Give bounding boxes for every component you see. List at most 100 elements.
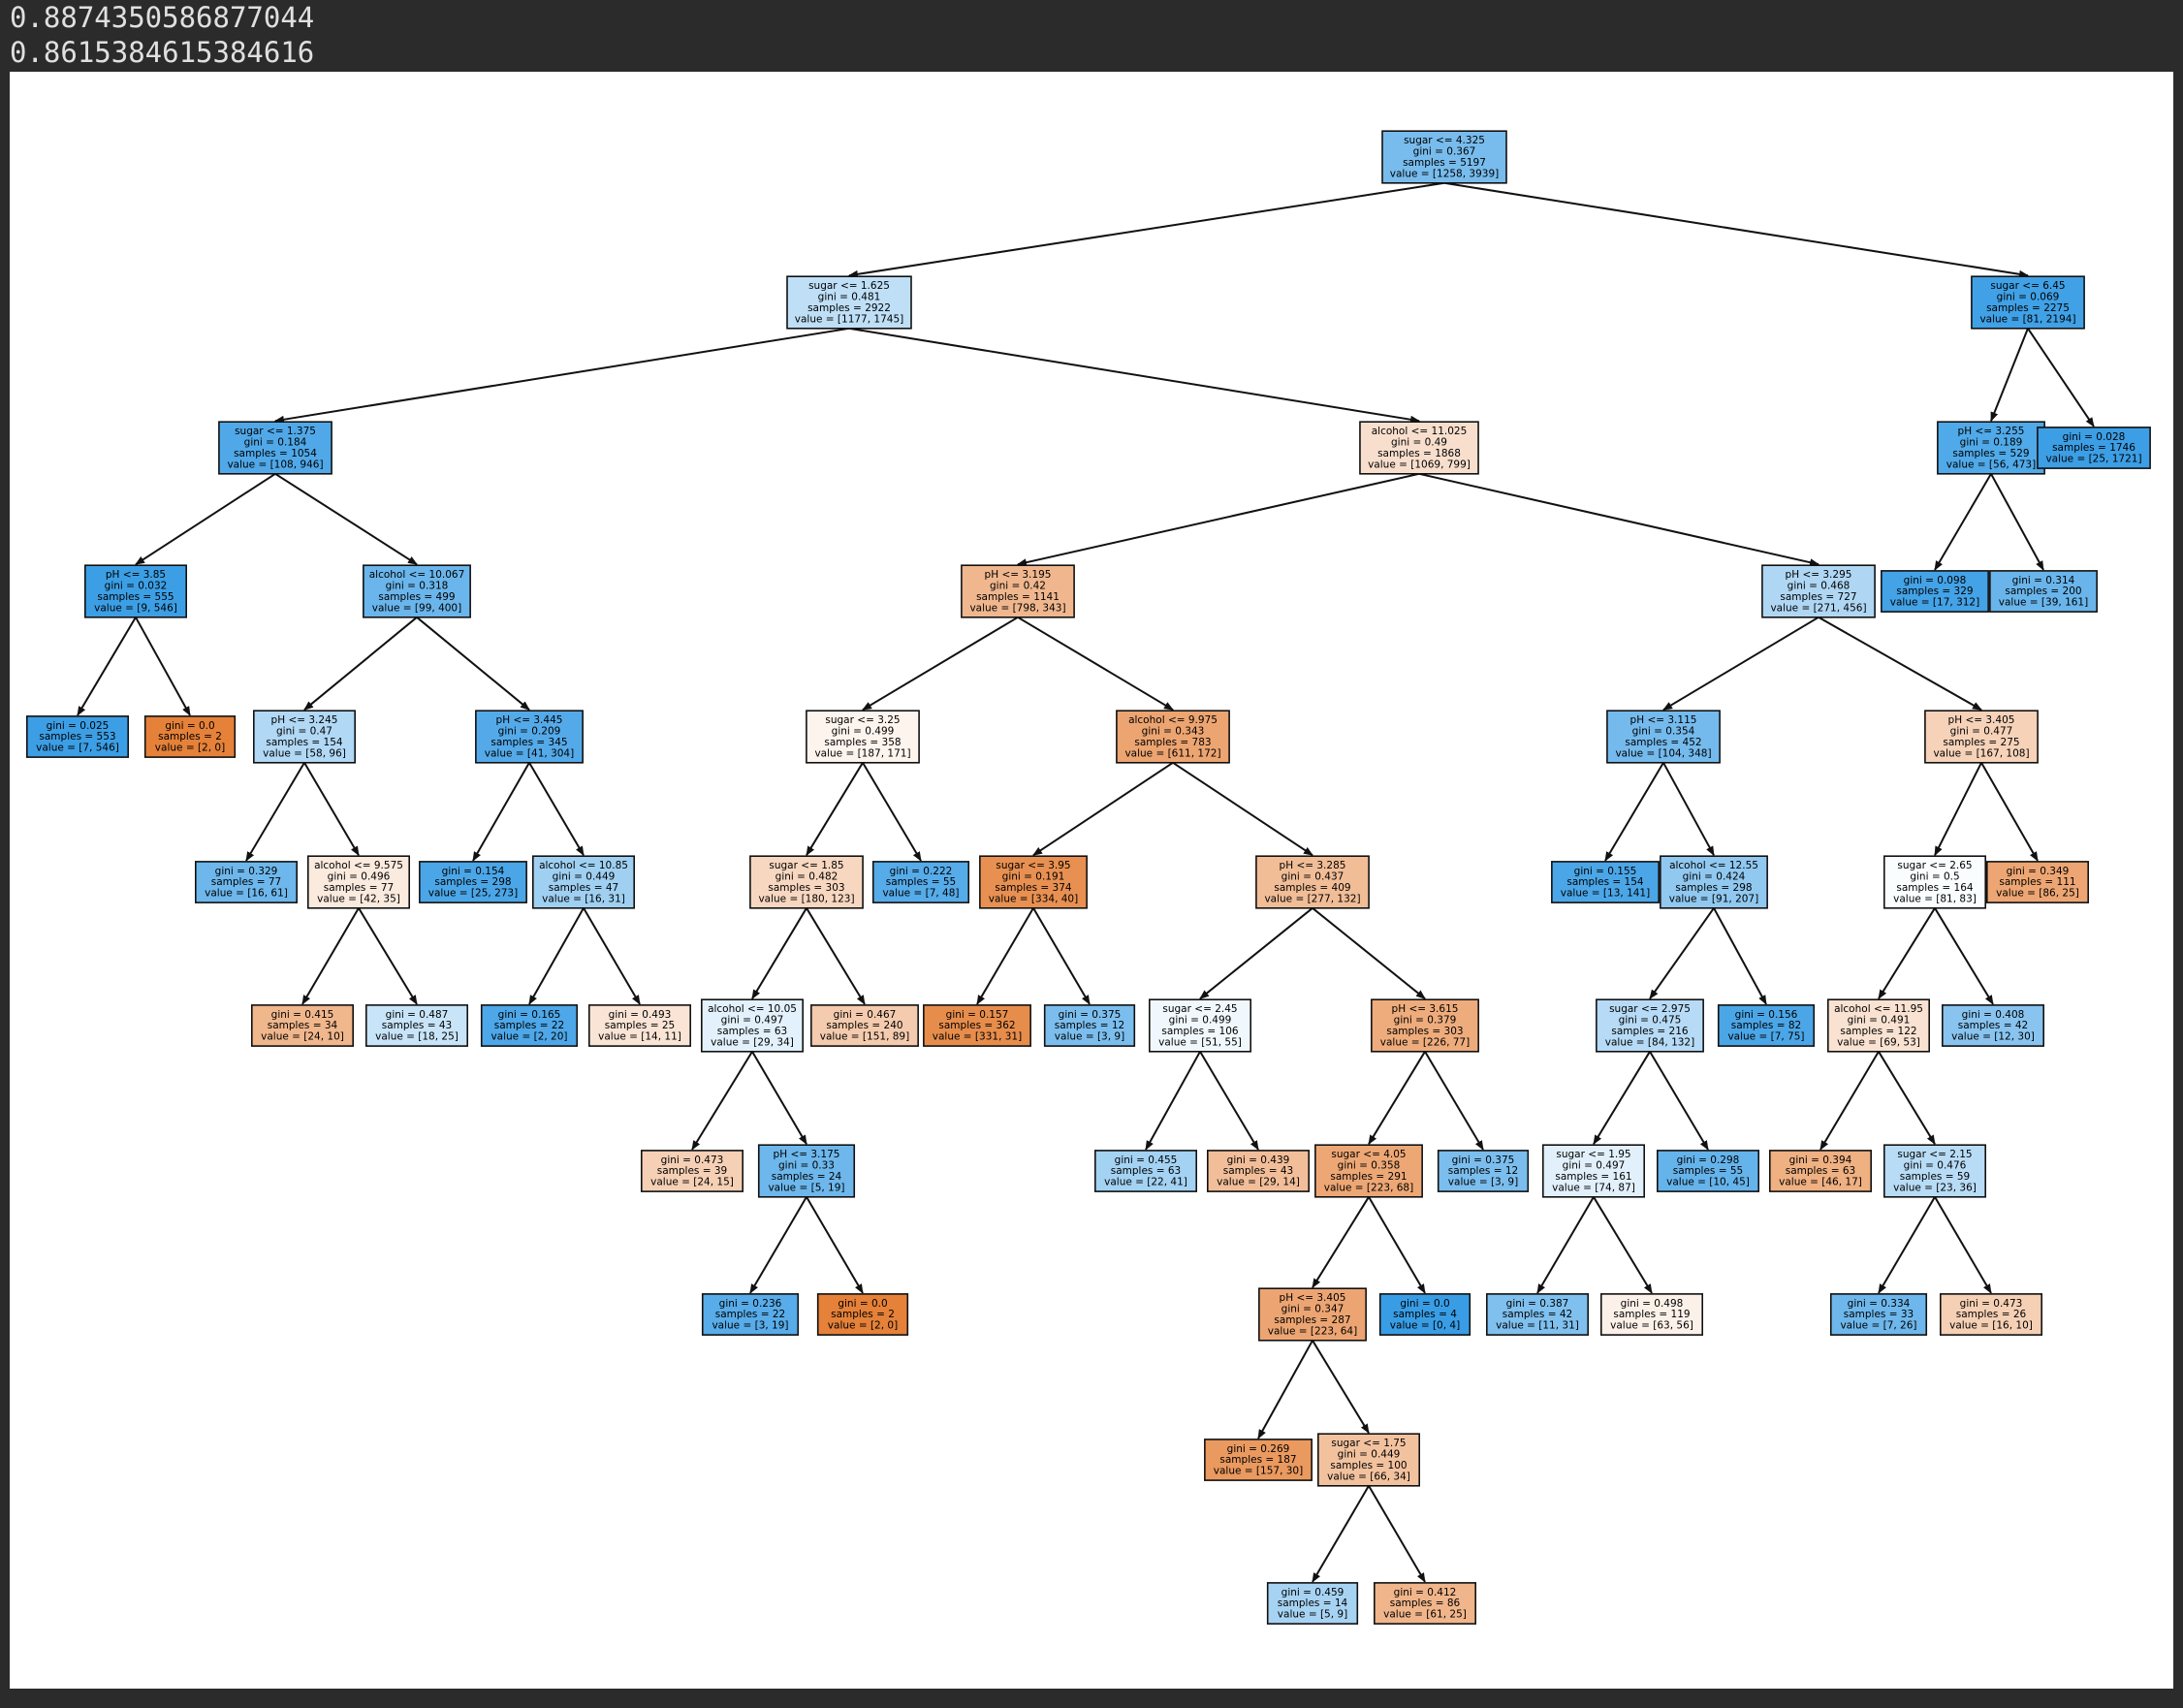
node-gini-label: gini = 0.154 (442, 866, 505, 877)
node-box (1266, 1582, 1359, 1625)
node-samples-label: samples = 187 (1219, 1454, 1296, 1466)
node-gini-label: gini = 0.367 (1413, 146, 1476, 158)
edge-n51-n59 (1312, 1196, 1370, 1289)
node-gini-label: gini = 0.269 (1227, 1443, 1290, 1455)
node-gini-label: gini = 0.481 (818, 292, 881, 303)
node-samples-label: samples = 409 (1274, 882, 1350, 894)
node-samples-label: samples = 2 (831, 1309, 895, 1320)
node-box (923, 1004, 1031, 1047)
node-gini-label: gini = 0.157 (946, 1009, 1009, 1021)
node-value-label: value = [16, 31] (542, 893, 625, 904)
node-value-label: value = [2, 0] (828, 1320, 898, 1332)
node-box (1378, 1293, 1471, 1336)
node-split-label: sugar <= 1.75 (1331, 1438, 1406, 1449)
edge-n2-n5 (1990, 328, 2029, 423)
node-gini-label: gini = 0.191 (1002, 871, 1065, 883)
node-split-label: pH <= 3.615 (1392, 1003, 1459, 1015)
node-samples-label: samples = 42 (1958, 1020, 2028, 1031)
node-samples-label: samples = 77 (211, 876, 281, 888)
node-value-label: value = [14, 11] (598, 1031, 681, 1043)
node-samples-label: samples = 43 (1223, 1165, 1293, 1177)
edge-n56-n64 (1934, 1196, 1992, 1294)
node-gini-label: gini = 0.0 (838, 1298, 887, 1310)
node-box (1940, 1293, 2043, 1336)
edge-n18-n28 (1172, 761, 1313, 857)
node-gini-label: gini = 0.236 (719, 1298, 782, 1310)
node-value-label: value = [108, 946] (227, 459, 323, 470)
node-box (1989, 570, 2098, 613)
node-box (587, 1004, 691, 1047)
node-samples-label: samples = 499 (378, 591, 455, 603)
edge-n16-n24 (528, 762, 585, 857)
node-box (84, 564, 188, 618)
node-value-label: value = [91, 207] (1669, 893, 1758, 904)
node-value-label: value = [167, 108] (1933, 747, 2029, 759)
node-box (143, 715, 237, 758)
node-samples-label: samples = 59 (1900, 1171, 1970, 1183)
node-split-label: sugar <= 3.25 (825, 714, 900, 726)
node-box (1314, 1144, 1423, 1198)
node-box (251, 1004, 355, 1047)
node-gini-label: gini = 0.025 (47, 720, 110, 732)
node-value-label: value = [611, 172] (1124, 747, 1220, 759)
node-gini-label: gini = 0.491 (1848, 1015, 1911, 1027)
node-gini-label: gini = 0.496 (328, 871, 391, 883)
node-gini-label: gini = 0.487 (386, 1009, 449, 1021)
node-samples-label: samples = 43 (382, 1020, 452, 1031)
node-gini-label: gini = 0.155 (1574, 866, 1637, 877)
edge-n53-n61 (1536, 1196, 1595, 1294)
node-gini-label: gini = 0.298 (1677, 1154, 1740, 1166)
node-gini-label: gini = 0.028 (2063, 431, 2126, 443)
node-split-label: alcohol <= 11.95 (1834, 1003, 1923, 1015)
node-samples-label: samples = 106 (1161, 1026, 1238, 1037)
node-gini-label: gini = 0.349 (2007, 866, 2070, 877)
node-samples-label: samples = 86 (1390, 1597, 1461, 1609)
node-gini-label: gini = 0.482 (775, 871, 838, 883)
edge-n10-n19 (1662, 616, 1819, 712)
node-value-label: value = [12, 30] (1951, 1031, 2035, 1043)
edge-n43-n53 (1593, 1051, 1651, 1146)
node-value-label: value = [1069, 799] (1368, 459, 1471, 470)
node-box (1924, 710, 2039, 764)
edge-n31-n46 (1934, 907, 1994, 1005)
edge-n16-n23 (472, 762, 530, 862)
node-samples-label: samples = 298 (434, 876, 511, 888)
edge-n0-n2 (1443, 181, 2029, 278)
edge-n45-n55 (1819, 1051, 1880, 1151)
node-box (1116, 710, 1230, 764)
node-box (701, 1293, 800, 1336)
node-value-label: value = [25, 273] (428, 888, 518, 900)
node-samples-label: samples = 2275 (1986, 302, 2070, 314)
node-samples-label: samples = 34 (268, 1020, 338, 1031)
node-samples-label: samples = 4 (1393, 1309, 1457, 1320)
tree-edges (77, 181, 2095, 1583)
edge-n37-n48 (751, 1051, 807, 1146)
node-split-label: sugar <= 1.95 (1556, 1149, 1630, 1160)
node-samples-label: samples = 783 (1134, 737, 1211, 748)
node-gini-label: gini = 0.459 (1281, 1587, 1345, 1598)
node-samples-label: samples = 33 (1844, 1309, 1914, 1320)
edge-n18-n27 (1032, 761, 1174, 857)
node-samples-label: samples = 5197 (1403, 157, 1486, 169)
node-gini-label: gini = 0.343 (1142, 726, 1205, 738)
node-box (253, 710, 357, 764)
node-gini-label: gini = 0.165 (498, 1009, 561, 1021)
